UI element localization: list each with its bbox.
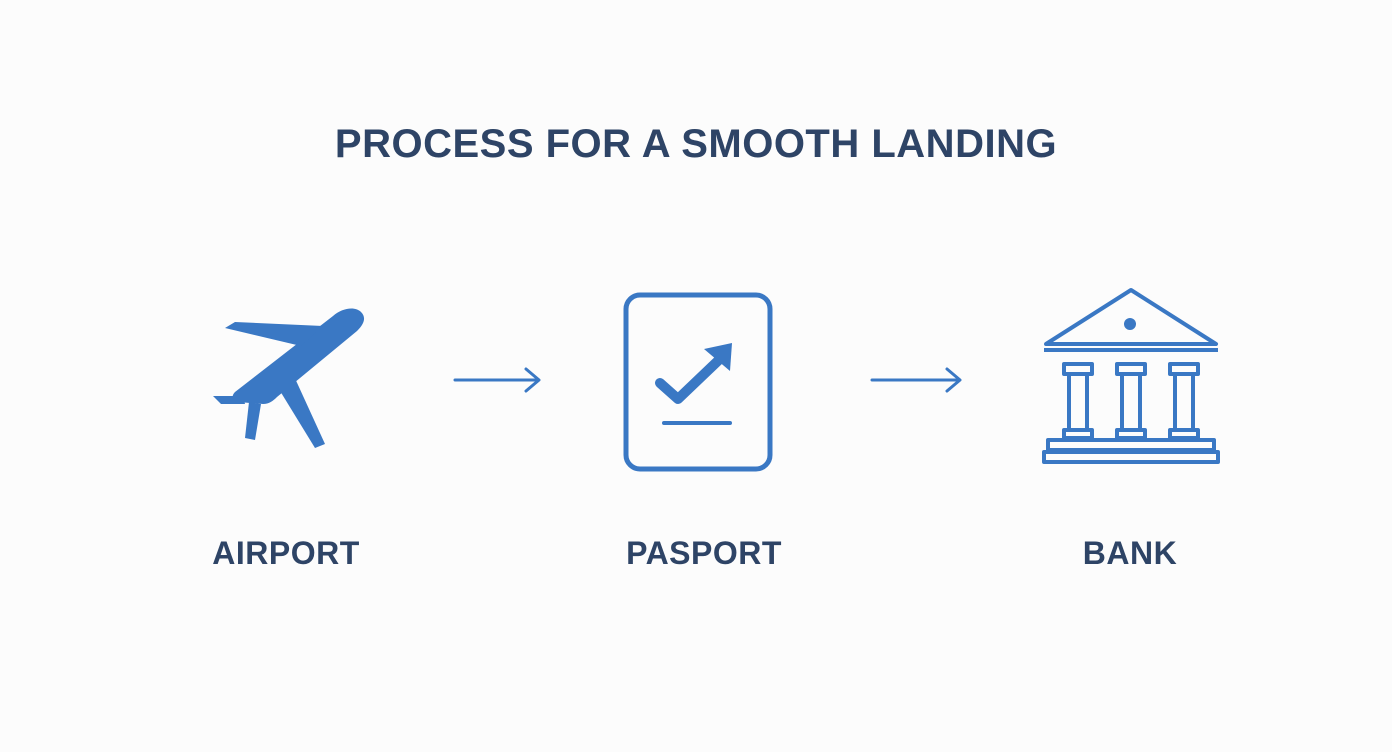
passport-check-icon — [622, 291, 774, 473]
step-label-passport: PASPORT — [626, 535, 782, 571]
arrow-right-icon — [869, 366, 965, 394]
arrow-right-icon — [452, 366, 544, 394]
airplane-icon — [205, 300, 370, 450]
step-label-bank: BANK — [1082, 535, 1178, 571]
bank-icon — [1040, 286, 1222, 466]
diagram-title: PROCESS FOR A SMOOTH LANDING — [334, 122, 1058, 166]
step-label-airport: AIRPORT — [212, 535, 360, 571]
